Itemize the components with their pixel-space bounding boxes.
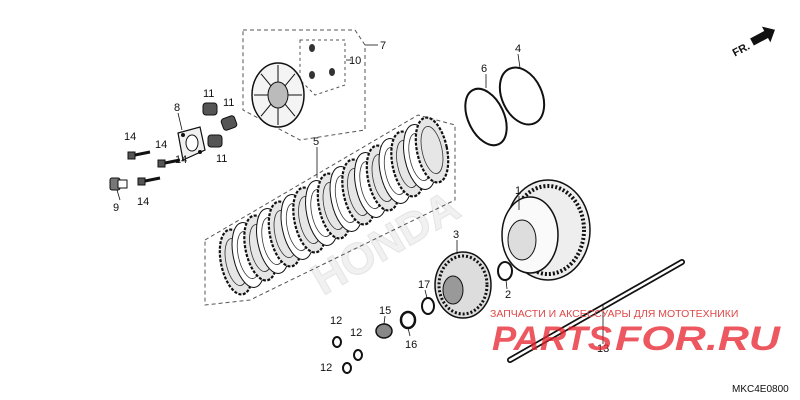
callout-11b: 11: [223, 97, 234, 109]
callout-7: 7: [380, 40, 386, 52]
callout-14c: 14: [175, 154, 187, 166]
nut-15: [375, 323, 393, 339]
o-ring-12b: [353, 349, 363, 361]
clutch-spring: [220, 115, 238, 131]
callout-14d: 14: [137, 196, 149, 208]
callout-16: 16: [405, 339, 417, 351]
callout-5: 5: [313, 136, 319, 148]
clutch-plate-set: [204, 114, 456, 306]
callout-10: 10: [349, 55, 361, 67]
callout-8: 8: [174, 102, 180, 114]
clutch-outer: [501, 179, 591, 281]
bolt-hole: [309, 71, 315, 79]
o-ring-6: [464, 87, 508, 147]
plates-dashed-outline: [204, 114, 456, 306]
front-arrow-icon: [750, 26, 775, 46]
clutch-spring: [207, 134, 223, 148]
washer-16: [399, 310, 417, 330]
washer-2: [497, 261, 513, 281]
bolt: [137, 176, 161, 186]
pressure-plate-spoke: [284, 103, 296, 117]
front-direction-indicator: FR.: [731, 26, 775, 59]
callout-13: 13: [597, 343, 609, 355]
callout-12a: 12: [330, 315, 342, 327]
callout-6: 6: [481, 63, 487, 75]
clutch-friction-disc: [414, 116, 450, 184]
callout-1: 1: [515, 185, 521, 197]
lifter-plate: [177, 126, 206, 161]
clutch-center: [434, 251, 492, 319]
callout-12c: 12: [320, 362, 332, 374]
callout-9: 9: [113, 202, 119, 214]
pressure-plate-dashed-box: [242, 29, 366, 141]
o-ring-12a: [332, 336, 342, 348]
watermark-brand: PARTS FOR.RU: [492, 320, 782, 358]
pressure-plate-hub: [267, 81, 289, 109]
callout-17: 17: [418, 279, 430, 291]
callout-3: 3: [453, 229, 459, 241]
clutch-springs: [202, 102, 238, 148]
clutch-spring: [202, 102, 218, 116]
callout-labels: 1 2 3 4 5 6 7 8 9 10 11 11 11 12 12 12 1…: [113, 40, 609, 374]
callout-2: 2: [505, 289, 511, 301]
callout-12b: 12: [350, 327, 362, 339]
bolt: [157, 158, 181, 168]
pressure-plate-spoke: [284, 73, 296, 87]
plate-inner-ring: [420, 126, 444, 174]
diagram-code: MKC4E0800: [732, 384, 789, 395]
watermark-brand-suffix: FOR.RU: [615, 320, 782, 358]
bolt-hole: [309, 44, 315, 52]
callout-14b: 14: [155, 139, 167, 151]
pressure-plate-spoke: [260, 73, 272, 87]
o-ring-12c: [342, 362, 352, 374]
callout-4: 4: [515, 43, 521, 55]
watermark-tagline: ЗАПЧАСТИ И АКСЕССУАРЫ ДЛЯ МОТОТЕХНИКИ: [490, 308, 738, 320]
bolt-hole: [329, 68, 335, 76]
bolt: [127, 150, 151, 160]
callout-11a: 11: [203, 88, 214, 100]
pressure-plate-spokes: [254, 65, 302, 125]
bolt-9: [109, 177, 128, 191]
bolt-sub-box: [299, 39, 346, 96]
pressure-plate-spoke: [260, 103, 272, 117]
watermark-brand-prefix: PARTS: [492, 320, 612, 358]
washer-17: [421, 297, 435, 315]
pressure-plate-assembly: [242, 29, 366, 141]
plates-stack: [218, 116, 450, 296]
bolts: [109, 150, 181, 191]
o-ring-4: [498, 66, 546, 126]
callout-14a: 14: [124, 131, 136, 143]
leader-lines: [116, 44, 604, 344]
callout-11c: 11: [216, 153, 227, 165]
callout-15: 15: [379, 305, 391, 317]
front-label: FR.: [731, 40, 752, 59]
